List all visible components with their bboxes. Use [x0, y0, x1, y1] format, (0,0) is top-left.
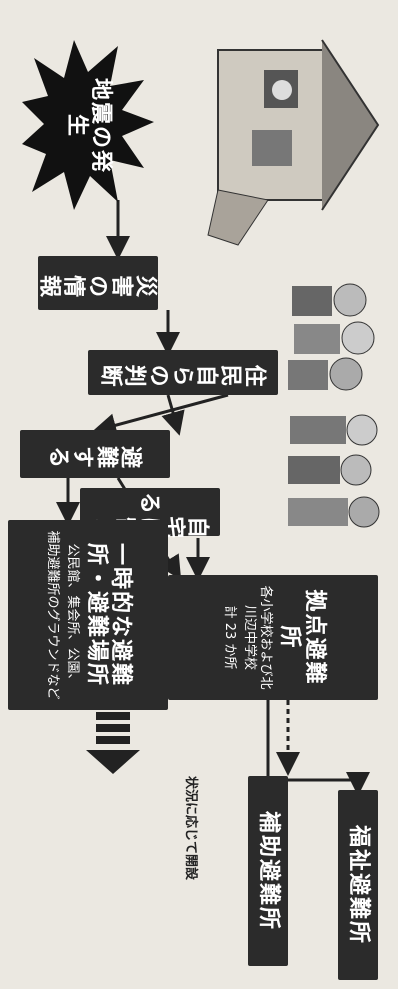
- arrow-judge-to-stay: [161, 394, 185, 436]
- base-shelter-box: 拠点避難所 各小学校および北川辺中学校 計 23 か所: [168, 575, 378, 700]
- temp-title: 一時的な避難所・避難場所: [84, 542, 134, 687]
- info-text: 災害の情報: [38, 271, 158, 297]
- info-box: 災害の情報: [38, 256, 158, 310]
- collapsed-house-illustration: [207, 39, 380, 246]
- start-label: 地震の発生: [64, 70, 113, 182]
- evacuate-box: 避難する: [20, 430, 170, 478]
- aux-shelter-box: 補助避難所: [248, 776, 288, 966]
- residents-illustration: [288, 283, 375, 391]
- evacuate-text: 避難する: [47, 442, 143, 468]
- judge-box: 住民自らの判断: [88, 350, 278, 395]
- arrow-base-to-welfare: [266, 700, 370, 796]
- start-text: 地震の発生: [64, 77, 114, 174]
- aux-note: 状況に応じて開設: [183, 776, 198, 881]
- base-count: 計 23 か所: [221, 605, 237, 670]
- temp-line2: 補助避難所のグラウンドなど: [44, 530, 60, 700]
- starburst-icon: [22, 40, 154, 210]
- base-title: 拠点避難所: [277, 589, 327, 686]
- base-sub: 各小学校および北川辺中学校: [241, 585, 274, 690]
- temp-line1: 公民館、集会所、公園、: [65, 543, 81, 687]
- big-arrow-temp-to-base: [86, 712, 140, 774]
- arrow-judge-to-evacuate: [92, 393, 229, 437]
- temp-shelter-box: 一時的な避難所・避難場所 公民館、集会所、公園、 補助避難所のグラウンドなど: [8, 520, 168, 710]
- welfare-text: 福祉避難所: [346, 824, 372, 945]
- evacuees-illustration: [288, 414, 380, 528]
- judge-text: 住民自らの判断: [99, 360, 267, 386]
- aux-text: 補助避難所: [256, 810, 282, 931]
- welfare-shelter-box: 福祉避難所: [338, 790, 378, 980]
